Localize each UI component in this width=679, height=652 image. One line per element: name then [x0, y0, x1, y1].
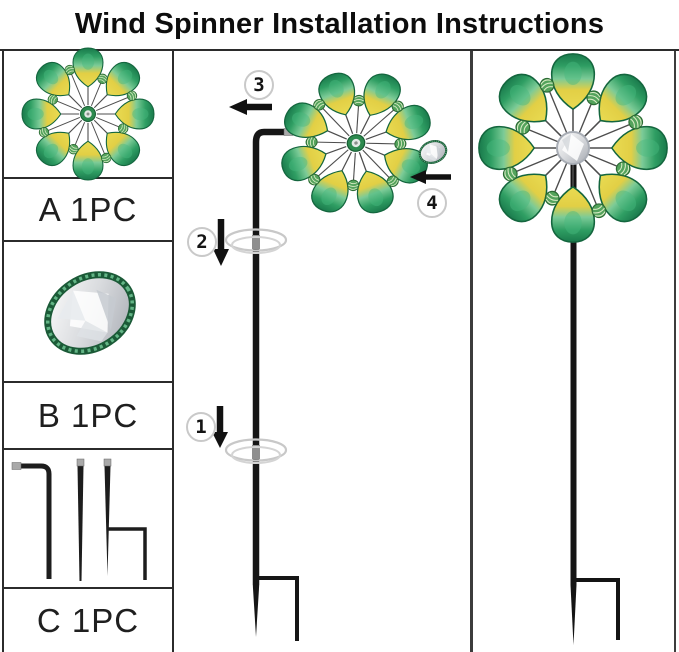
part-a-image-cell [4, 51, 172, 179]
part-b-image-cell [4, 242, 172, 383]
parts-column: A 1PC B 1PC C 1PC [2, 51, 174, 652]
part-c-image-cell [4, 450, 172, 589]
part-c-label-cell: C 1PC [4, 589, 172, 652]
step-badge-2: 2 [187, 227, 217, 257]
step-badge-3: 3 [244, 70, 274, 100]
assembled-spinner-panel [470, 51, 676, 652]
part-c-label: C 1PC [36, 601, 140, 639]
instruction-sheet: A 1PC B 1PC C 1PC [0, 49, 679, 652]
step-badge-4: 4 [417, 188, 447, 218]
part-b-label-cell: B 1PC [4, 383, 172, 450]
page-title: Wind Spinner Installation Instructions [74, 8, 605, 40]
part-b-label: B 1PC [37, 396, 139, 434]
step-badge-1: 1 [186, 412, 216, 442]
part-a-label-cell: A 1PC [4, 179, 172, 242]
part-a-label: A 1PC [38, 190, 138, 228]
